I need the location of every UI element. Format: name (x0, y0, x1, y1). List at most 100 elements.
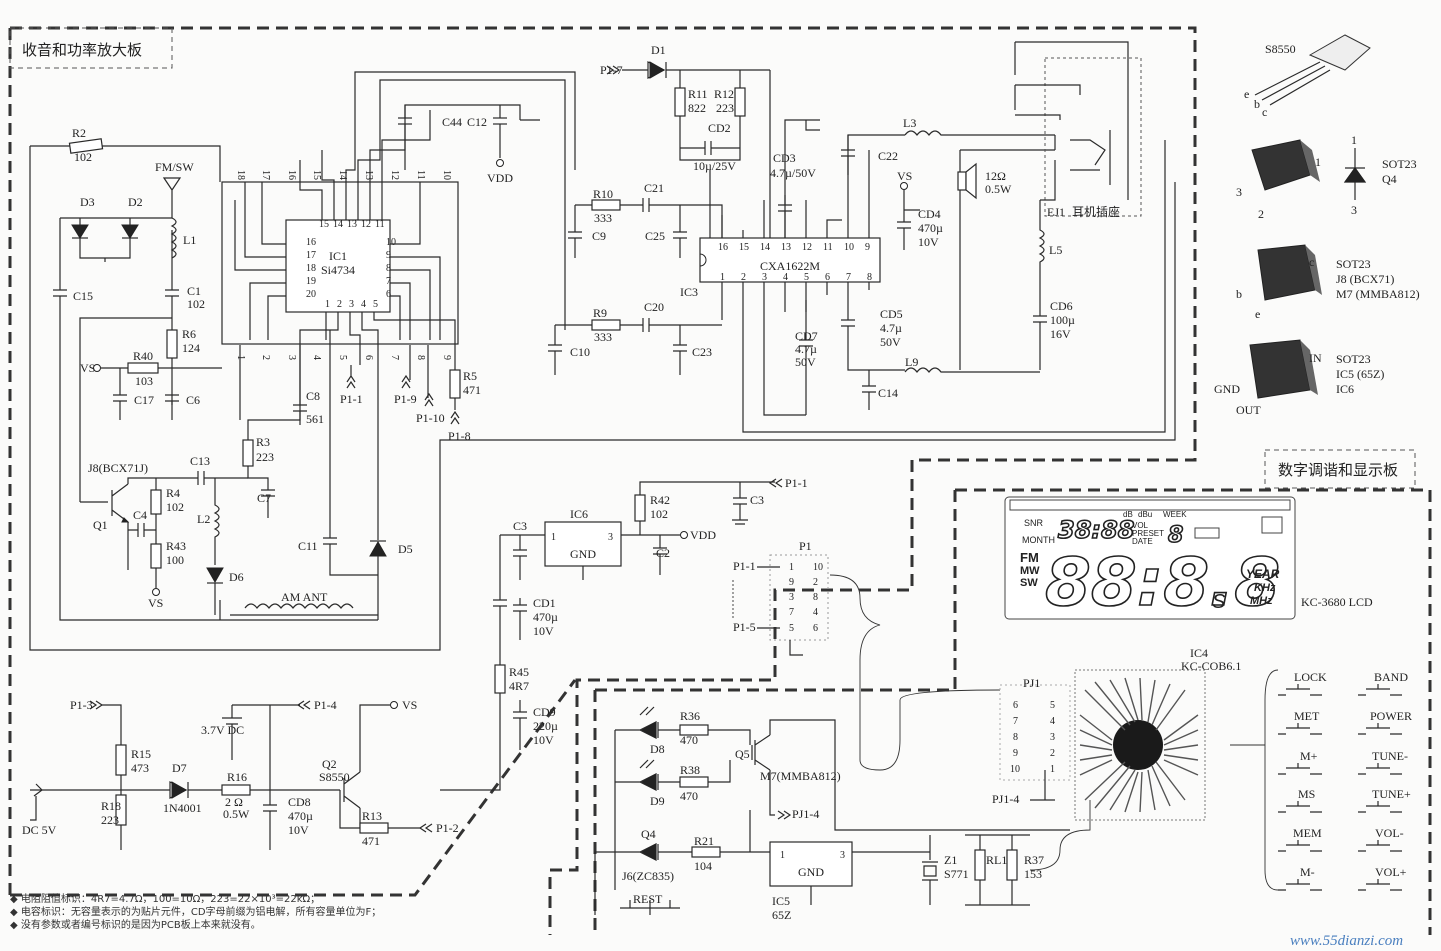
svg-text:4: 4 (1050, 716, 1055, 727)
svg-text:1: 1 (780, 850, 785, 861)
svg-text:10µ/25V: 10µ/25V (693, 159, 736, 173)
svg-text:10V: 10V (533, 733, 554, 747)
svg-text:P1-1: P1-1 (733, 559, 756, 573)
svg-text:AM ANT: AM ANT (281, 590, 328, 604)
svg-text:124: 124 (182, 341, 200, 355)
svg-text:DC 5V: DC 5V (22, 823, 57, 837)
note-unlabeled: ◆ 没有参数或者编号标识的是因为PCB板上本来就没有。 (10, 920, 261, 931)
svg-text:R21: R21 (694, 834, 714, 848)
svg-text:12Ω: 12Ω (985, 169, 1006, 183)
svg-text:50V: 50V (795, 355, 816, 369)
svg-text:P1-2: P1-2 (436, 821, 459, 835)
connector-p1: P1 1 10 9 2 3 8 7 4 5 6 P1-1 P1-5 (732, 539, 1001, 771)
svg-text:2 Ω: 2 Ω (225, 795, 243, 809)
svg-text:GND: GND (1214, 382, 1240, 396)
svg-text:R15: R15 (131, 747, 151, 761)
svg-text:C3: C3 (513, 519, 527, 533)
svg-text:9: 9 (441, 355, 452, 360)
svg-text:R42: R42 (650, 493, 670, 507)
svg-text:b: b (1236, 287, 1242, 301)
svg-text:5: 5 (804, 272, 809, 283)
pinout-sot23-j8: c b e SOT23 J8 (BCX71) M7 (MMBA812) (1236, 244, 1420, 321)
svg-text:471: 471 (463, 383, 481, 397)
svg-text:M7 (MMBA812): M7 (MMBA812) (1336, 287, 1420, 301)
svg-text:L2: L2 (197, 512, 210, 526)
svg-text:C1: C1 (187, 284, 201, 298)
svg-text:7: 7 (389, 355, 400, 360)
svg-text:470: 470 (680, 733, 698, 747)
svg-text:VS: VS (402, 698, 417, 712)
svg-text:3.7V DC: 3.7V DC (201, 723, 244, 737)
svg-text:2: 2 (1050, 748, 1055, 759)
svg-text:DATE: DATE (1132, 537, 1153, 546)
button-right-0 (1358, 684, 1402, 696)
svg-text:3: 3 (1050, 732, 1055, 743)
svg-text:65Z: 65Z (772, 908, 791, 922)
svg-text:R37: R37 (1024, 853, 1044, 867)
svg-text:R3: R3 (256, 435, 270, 449)
ic1-pin: 16 (306, 237, 316, 248)
connector-pj1: PJ1 6 7 8 9 10 5 4 3 2 1 PJ1-4 (992, 676, 1071, 806)
svg-text:473: 473 (131, 761, 149, 775)
svg-text:6: 6 (825, 272, 830, 283)
ic1-pin: 17 (306, 250, 316, 261)
svg-text:Q5: Q5 (735, 747, 750, 761)
q1-region: C8 561 R3 223 C7 C13 L2 D6 J8(BCX71J) Q1… (29, 146, 1176, 651)
ic1-pin: 10 (386, 237, 396, 248)
svg-text:4.7µ: 4.7µ (795, 342, 817, 356)
svg-text:P1-3: P1-3 (70, 698, 93, 712)
svg-text:CD2: CD2 (708, 121, 731, 135)
svg-text:S8550: S8550 (1265, 42, 1296, 56)
svg-text:1N4001: 1N4001 (163, 801, 202, 815)
ic1-pin: 7 (386, 276, 391, 287)
svg-text:223: 223 (256, 450, 274, 464)
svg-text:103: 103 (135, 374, 153, 388)
svg-text:Q4: Q4 (1382, 172, 1397, 186)
svg-text:D6: D6 (229, 570, 244, 584)
svg-text:P1-4: P1-4 (314, 698, 337, 712)
c44-c12: C44 C12 VDD (398, 105, 540, 185)
svg-text:153: 153 (1024, 867, 1042, 881)
svg-text:10: 10 (1010, 764, 1020, 775)
ic1-pin: 8 (386, 263, 391, 274)
svg-text:3: 3 (608, 532, 613, 543)
ic1-part: Si4734 (321, 263, 355, 277)
svg-text:9: 9 (789, 577, 794, 588)
svg-text:GND: GND (570, 547, 596, 561)
svg-text:CD4: CD4 (918, 207, 941, 221)
svg-text:R36: R36 (680, 709, 700, 723)
svg-text:7: 7 (846, 272, 851, 283)
svg-text:102: 102 (187, 297, 205, 311)
ic1-pin: 4 (361, 299, 366, 310)
svg-text:C9: C9 (592, 229, 606, 243)
svg-text:CD3: CD3 (773, 151, 796, 165)
svg-text:50V: 50V (880, 335, 901, 349)
svg-text:TUNE+: TUNE+ (1372, 787, 1411, 801)
button-left-3 (1278, 801, 1322, 813)
svg-text:MONTH: MONTH (1022, 535, 1055, 545)
svg-text:R5: R5 (463, 369, 477, 383)
svg-text:VDD: VDD (487, 171, 513, 185)
svg-text:C23: C23 (692, 345, 712, 359)
ic1-pin: 15 (319, 219, 329, 230)
svg-text:102: 102 (650, 507, 668, 521)
svg-text:PRESET: PRESET (1132, 529, 1164, 538)
ic1-pin: 13 (347, 219, 357, 230)
svg-text:11: 11 (415, 170, 426, 180)
svg-text:R10: R10 (593, 187, 613, 201)
svg-text:D7: D7 (172, 761, 187, 775)
svg-text:3: 3 (1351, 203, 1357, 217)
svg-text:MHz: MHz (1250, 595, 1273, 607)
svg-text:Q2: Q2 (322, 757, 337, 771)
svg-text:R9: R9 (593, 306, 607, 320)
svg-text:C7: C7 (257, 491, 271, 505)
svg-text:3: 3 (762, 272, 767, 283)
svg-text:333: 333 (594, 211, 612, 225)
svg-text:1: 1 (1351, 133, 1357, 147)
svg-text:R13: R13 (362, 809, 382, 823)
ic1-pin: 2 (337, 299, 342, 310)
pinout-s8550: S8550 e b c (1244, 34, 1371, 119)
ic4-cob: IC4 KC-COB6.1 (1074, 646, 1241, 821)
panel-outlines (8, 26, 1432, 935)
button-right-1 (1358, 723, 1402, 735)
